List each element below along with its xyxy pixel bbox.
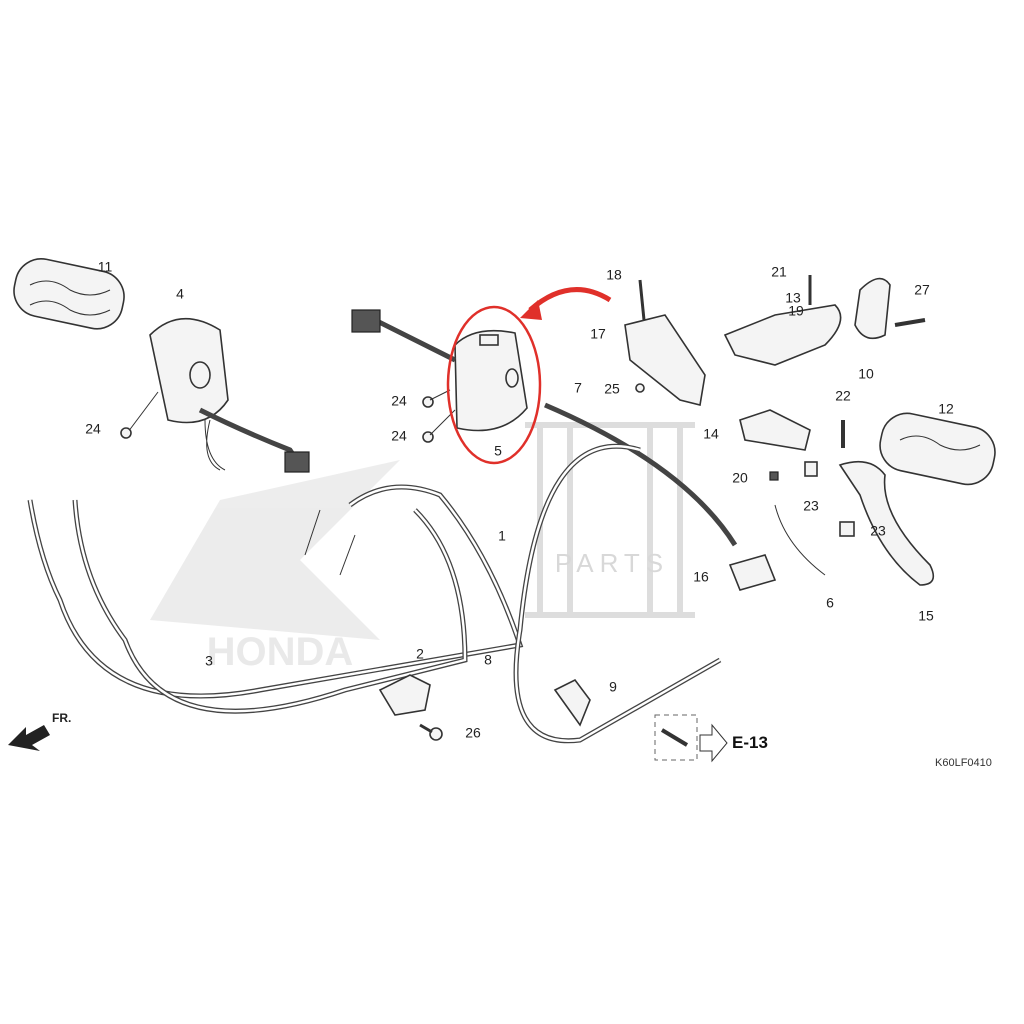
part-label: 6 bbox=[826, 595, 834, 611]
svg-text:HONDA: HONDA bbox=[207, 630, 354, 674]
part-number-labels: 11 4 24 24 24 5 18 17 25 7 21 13 19 27 1… bbox=[85, 259, 954, 741]
screws-24 bbox=[120, 389, 456, 443]
part-label: 5 bbox=[494, 443, 502, 459]
part-label: 27 bbox=[914, 282, 930, 298]
part-label: 24 bbox=[85, 421, 101, 437]
brake-lever-assembly bbox=[624, 275, 996, 591]
holder-2 bbox=[378, 674, 443, 741]
part-label: 24 bbox=[391, 428, 407, 444]
part-label: 14 bbox=[703, 426, 719, 442]
highlight-circle bbox=[446, 305, 542, 465]
part-label: 25 bbox=[604, 381, 620, 397]
part-label: 20 bbox=[732, 470, 748, 486]
part-label: 10 bbox=[858, 366, 874, 382]
part-label: 19 bbox=[788, 303, 804, 319]
part-label: 23 bbox=[803, 498, 819, 514]
right-handlebar-switch bbox=[351, 309, 528, 432]
part-label: 24 bbox=[391, 393, 407, 409]
part-label: 17 bbox=[590, 326, 606, 342]
h-parts-logo-watermark: PARTS bbox=[525, 422, 695, 618]
part-label: 2 bbox=[416, 646, 424, 662]
part-label: 4 bbox=[176, 286, 184, 302]
part-label: 12 bbox=[938, 401, 954, 417]
part-label: 16 bbox=[693, 569, 709, 585]
svg-text:FR.: FR. bbox=[52, 711, 71, 725]
part-label: 23 bbox=[870, 523, 886, 539]
part-label: 18 bbox=[606, 267, 622, 283]
part-label: 3 bbox=[205, 653, 213, 669]
part-label: 7 bbox=[574, 380, 582, 396]
brake-cables bbox=[513, 402, 738, 763]
part-label: 1 bbox=[498, 528, 506, 544]
highlight-arrow bbox=[520, 287, 612, 320]
reference-label: E-13 bbox=[732, 733, 768, 752]
part-label: 11 bbox=[98, 259, 113, 275]
throttle-cables bbox=[27, 484, 524, 714]
diagram-code: K60LF0410 bbox=[935, 757, 992, 769]
svg-text:PARTS: PARTS bbox=[555, 548, 669, 578]
part-label: 8 bbox=[484, 652, 492, 668]
part-label: 15 bbox=[918, 608, 934, 624]
part-label: 26 bbox=[465, 725, 481, 741]
part-label: 21 bbox=[771, 264, 787, 280]
honda-wing-watermark: HONDA bbox=[150, 460, 400, 674]
left-handlebar-switch bbox=[149, 317, 310, 473]
part-label: 9 bbox=[609, 679, 617, 695]
part-label: 13 bbox=[785, 290, 801, 306]
left-grip bbox=[13, 258, 125, 330]
front-direction-arrow: FR. bbox=[8, 711, 71, 751]
part-label: 22 bbox=[835, 388, 851, 404]
